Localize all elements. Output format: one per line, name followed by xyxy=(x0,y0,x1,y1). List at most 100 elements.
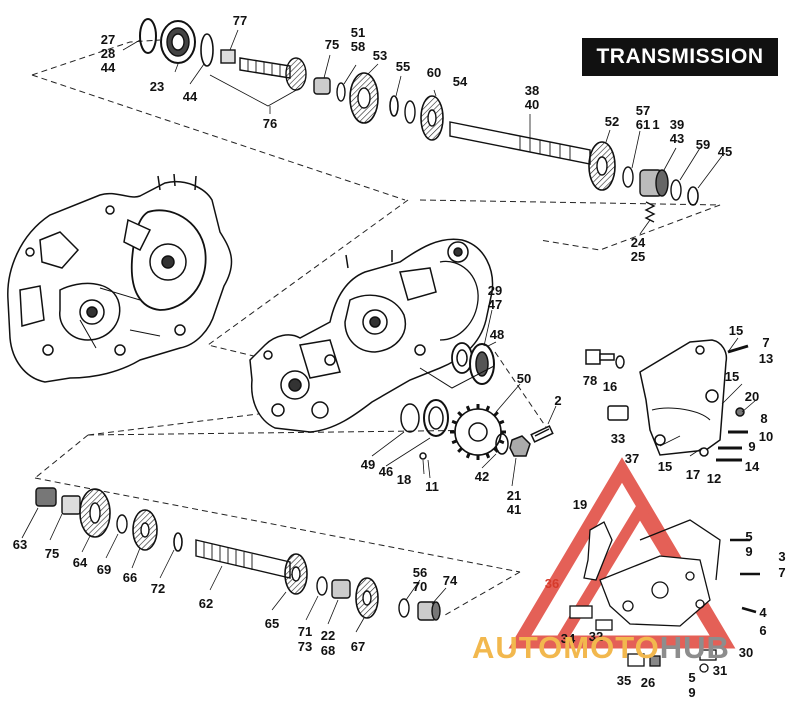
bushing-63 xyxy=(35,487,57,507)
bolt-78 xyxy=(585,349,601,365)
part-label: 57 xyxy=(635,103,651,118)
part-label: 69 xyxy=(96,562,112,577)
sprocket-tooth xyxy=(493,411,499,417)
part-label: 19 xyxy=(572,497,588,512)
part-label: 1 xyxy=(652,117,660,132)
part-label: 7 xyxy=(762,335,770,350)
watermark-text-secondary: HUB xyxy=(659,630,730,665)
shaft-62 xyxy=(195,539,291,579)
ring-45 xyxy=(687,186,699,206)
part-label: 36 xyxy=(544,576,560,591)
part-label: 3 xyxy=(778,549,786,564)
part-label: 55 xyxy=(395,59,411,74)
sprocket-tooth xyxy=(465,452,471,459)
part-label: 44 xyxy=(182,89,198,104)
part-label: 49 xyxy=(360,457,376,472)
part-label: 4 xyxy=(759,605,767,620)
washer-16 xyxy=(615,355,625,369)
part-label: 48 xyxy=(489,327,505,342)
crankcase-right xyxy=(249,238,494,433)
part-label: 14 xyxy=(744,459,760,474)
gear-76 xyxy=(285,57,307,91)
part-label: 47 xyxy=(487,297,503,312)
part-label: 15 xyxy=(728,323,744,338)
part-label: 68 xyxy=(320,643,336,658)
fitting-33 xyxy=(607,405,629,421)
part-label: 72 xyxy=(150,581,166,596)
part-label: 53 xyxy=(372,48,388,63)
part-label: 63 xyxy=(12,537,28,552)
snap-ring-55 xyxy=(389,95,399,117)
sprocket-tooth xyxy=(451,419,458,425)
part-label: 56 xyxy=(412,565,428,580)
part-label: 33 xyxy=(610,431,626,446)
part-label: 71 xyxy=(297,624,313,639)
bushing-75b xyxy=(61,495,81,515)
part-label: 21 xyxy=(506,488,522,503)
part-label: 75 xyxy=(324,37,340,52)
part-label: 8 xyxy=(760,411,768,426)
washer-56 xyxy=(398,598,410,618)
part-label: 6 xyxy=(759,623,767,638)
part-label: 9 xyxy=(688,685,696,700)
bushing-77 xyxy=(220,49,236,64)
part-label: 24 xyxy=(630,235,646,250)
part-label: 30 xyxy=(738,645,754,660)
shaft-76 xyxy=(239,57,291,79)
part-label: 22 xyxy=(320,628,336,643)
washer-49 xyxy=(400,403,420,433)
part-label: 16 xyxy=(602,379,618,394)
washer-60 xyxy=(404,100,416,124)
part-label: 37 xyxy=(624,451,640,466)
watermark-text: AUTOMOTOHUB xyxy=(472,630,730,666)
washer-51 xyxy=(336,82,346,102)
part-label: 54 xyxy=(452,74,468,89)
part-label: 66 xyxy=(122,570,138,585)
part-label: 20 xyxy=(744,389,760,404)
ring-72 xyxy=(173,532,183,552)
part-label: 44 xyxy=(100,60,116,75)
sprocket-tooth xyxy=(498,419,505,425)
part-label: 59 xyxy=(695,137,711,152)
part-label: 64 xyxy=(72,555,88,570)
part-label: 70 xyxy=(412,579,428,594)
part-label: 31 xyxy=(712,663,728,678)
sprocket-tooth xyxy=(485,452,491,459)
part-label: 5 xyxy=(745,529,753,544)
part-label: 78 xyxy=(582,373,598,388)
dashed-guides xyxy=(31,39,721,616)
nut-21 xyxy=(509,435,531,457)
countershaft-assembly xyxy=(35,487,441,621)
part-label: 17 xyxy=(685,467,701,482)
part-label: 7 xyxy=(778,565,786,580)
part-label: 46 xyxy=(378,464,394,479)
part-label: 40 xyxy=(524,97,540,112)
part-label: 18 xyxy=(396,472,412,487)
part-label: 2 xyxy=(554,393,562,408)
sprocket-tooth xyxy=(465,405,471,412)
part-label: 11 xyxy=(425,479,439,494)
diagram-title: TRANSMISSION xyxy=(582,38,778,76)
part-label: 26 xyxy=(640,675,656,690)
sprocket-tooth xyxy=(457,447,463,453)
sprocket-tooth xyxy=(457,411,463,417)
part-label: 41 xyxy=(506,502,522,517)
part-label: 10 xyxy=(758,429,774,444)
part-label: 61 xyxy=(635,117,651,132)
part-label: 9 xyxy=(748,439,756,454)
sprocket-tooth xyxy=(498,439,505,445)
part-label: 75 xyxy=(44,546,60,561)
part-label: 15 xyxy=(724,369,740,384)
part-label: 28 xyxy=(100,46,116,61)
part-label: 52 xyxy=(604,114,620,129)
washer-71 xyxy=(316,576,328,596)
part-label: 5 xyxy=(688,670,696,685)
sprocket-50 xyxy=(450,404,506,460)
washer-42 xyxy=(495,433,509,455)
sprocket-tooth xyxy=(485,405,491,412)
part-label: 65 xyxy=(264,616,280,631)
sprocket-tooth xyxy=(451,439,458,445)
part-label: 39 xyxy=(669,117,685,132)
bushing-75 xyxy=(313,77,331,95)
